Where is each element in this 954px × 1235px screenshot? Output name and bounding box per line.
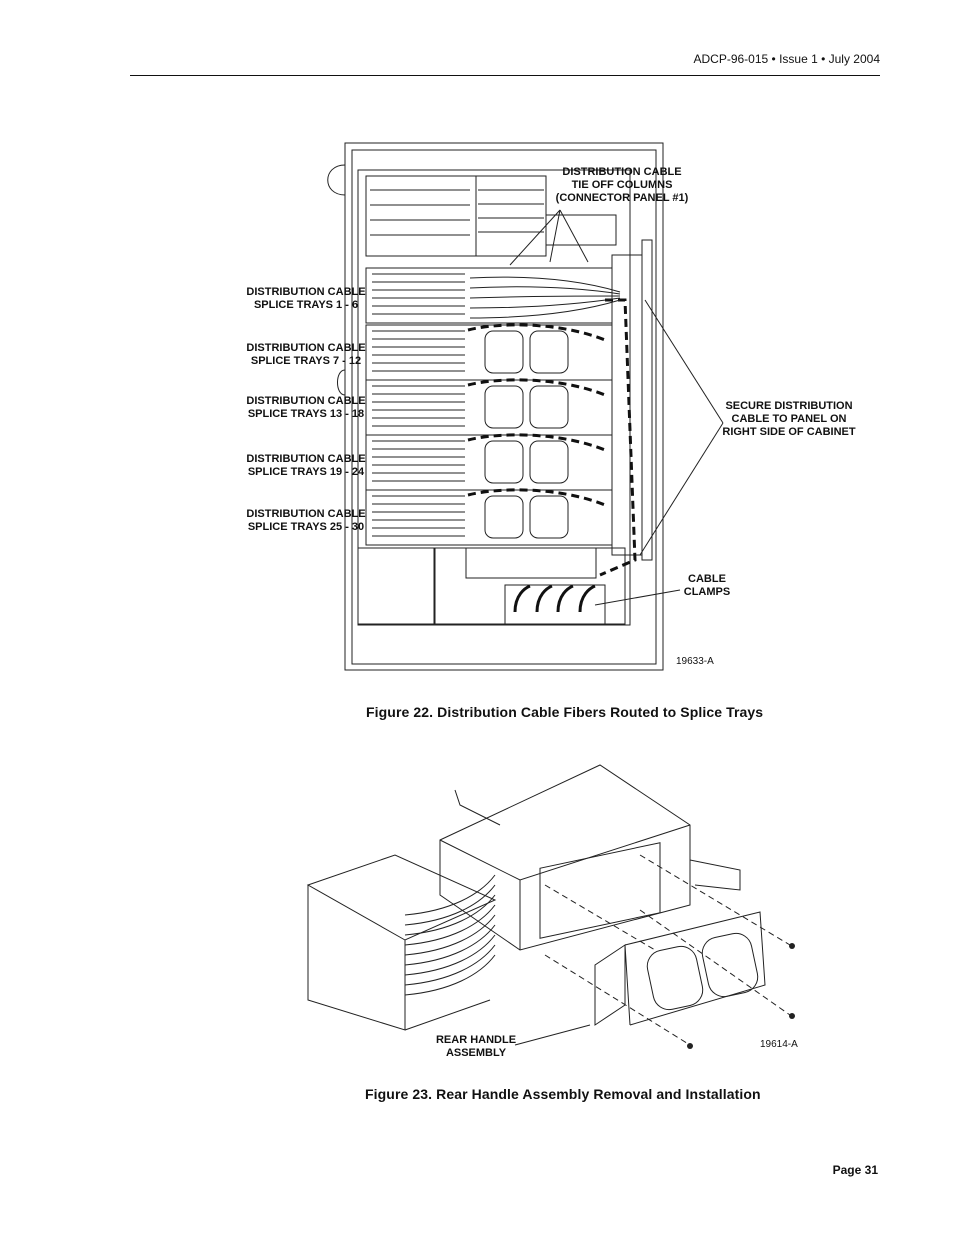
splice-tray-edge (404, 884, 496, 926)
callout-cable-clamps: CABLE CLAMPS (683, 573, 731, 598)
figure-23-caption: Figure 23. Rear Handle Assembly Removal … (365, 1086, 761, 1102)
splice-tray-edge (404, 924, 496, 966)
stacked-splice-trays (404, 874, 496, 996)
handle-cutout (529, 330, 569, 374)
splice-tray-edge (404, 944, 496, 986)
handle-cutout (484, 330, 524, 374)
figure-23-assembly-drawing (306, 764, 795, 1049)
callout-tie-off-columns: DISTRIBUTION CABLE TIE OFF COLUMNS (CONN… (555, 166, 689, 204)
figure-22-caption: Figure 22. Distribution Cable Fibers Rou… (366, 704, 764, 720)
handle-cutout (484, 495, 524, 539)
callout-splice-trays-13-18: DISTRIBUTION CABLE SPLICE TRAYS 13 - 18 (246, 395, 366, 420)
callout-splice-trays-1-6: DISTRIBUTION CABLE SPLICE TRAYS 1 - 6 (246, 286, 366, 311)
callout-rear-handle-assembly: REAR HANDLE ASSEMBLY (435, 1034, 517, 1059)
splice-tray-rows (365, 267, 613, 546)
callout-splice-trays-7-12: DISTRIBUTION CABLE SPLICE TRAYS 7 - 12 (246, 342, 366, 367)
splice-tray-edge (404, 874, 496, 916)
handle-cutout (484, 385, 524, 429)
handle-cutout (529, 385, 569, 429)
header-rule (130, 75, 880, 76)
handle-cutout (484, 440, 524, 484)
handle-cutout (529, 440, 569, 484)
splice-tray-edge (404, 894, 496, 936)
splice-tray-edge (404, 954, 496, 996)
splice-tray-edge (404, 914, 496, 956)
callout-secure-distribution: SECURE DISTRIBUTION CABLE TO PANEL ON RI… (722, 400, 856, 438)
figure-22-cabinet-drawing (327, 142, 724, 671)
callout-splice-trays-19-24: DISTRIBUTION CABLE SPLICE TRAYS 19 - 24 (246, 453, 366, 478)
handle-cutout (529, 495, 569, 539)
page-number: Page 31 (832, 1163, 878, 1177)
splice-tray-edge (404, 934, 496, 976)
document-header-info: ADCP-96-015 • Issue 1 • July 2004 (693, 52, 881, 66)
splice-tray-edge (404, 904, 496, 946)
callout-splice-trays-25-30: DISTRIBUTION CABLE SPLICE TRAYS 25 - 30 (246, 508, 366, 533)
figure-22-drawing-id: 19633-A (676, 656, 714, 667)
figure-23-drawing-id: 19614-A (760, 1039, 798, 1050)
tray-row-frame (365, 267, 613, 324)
